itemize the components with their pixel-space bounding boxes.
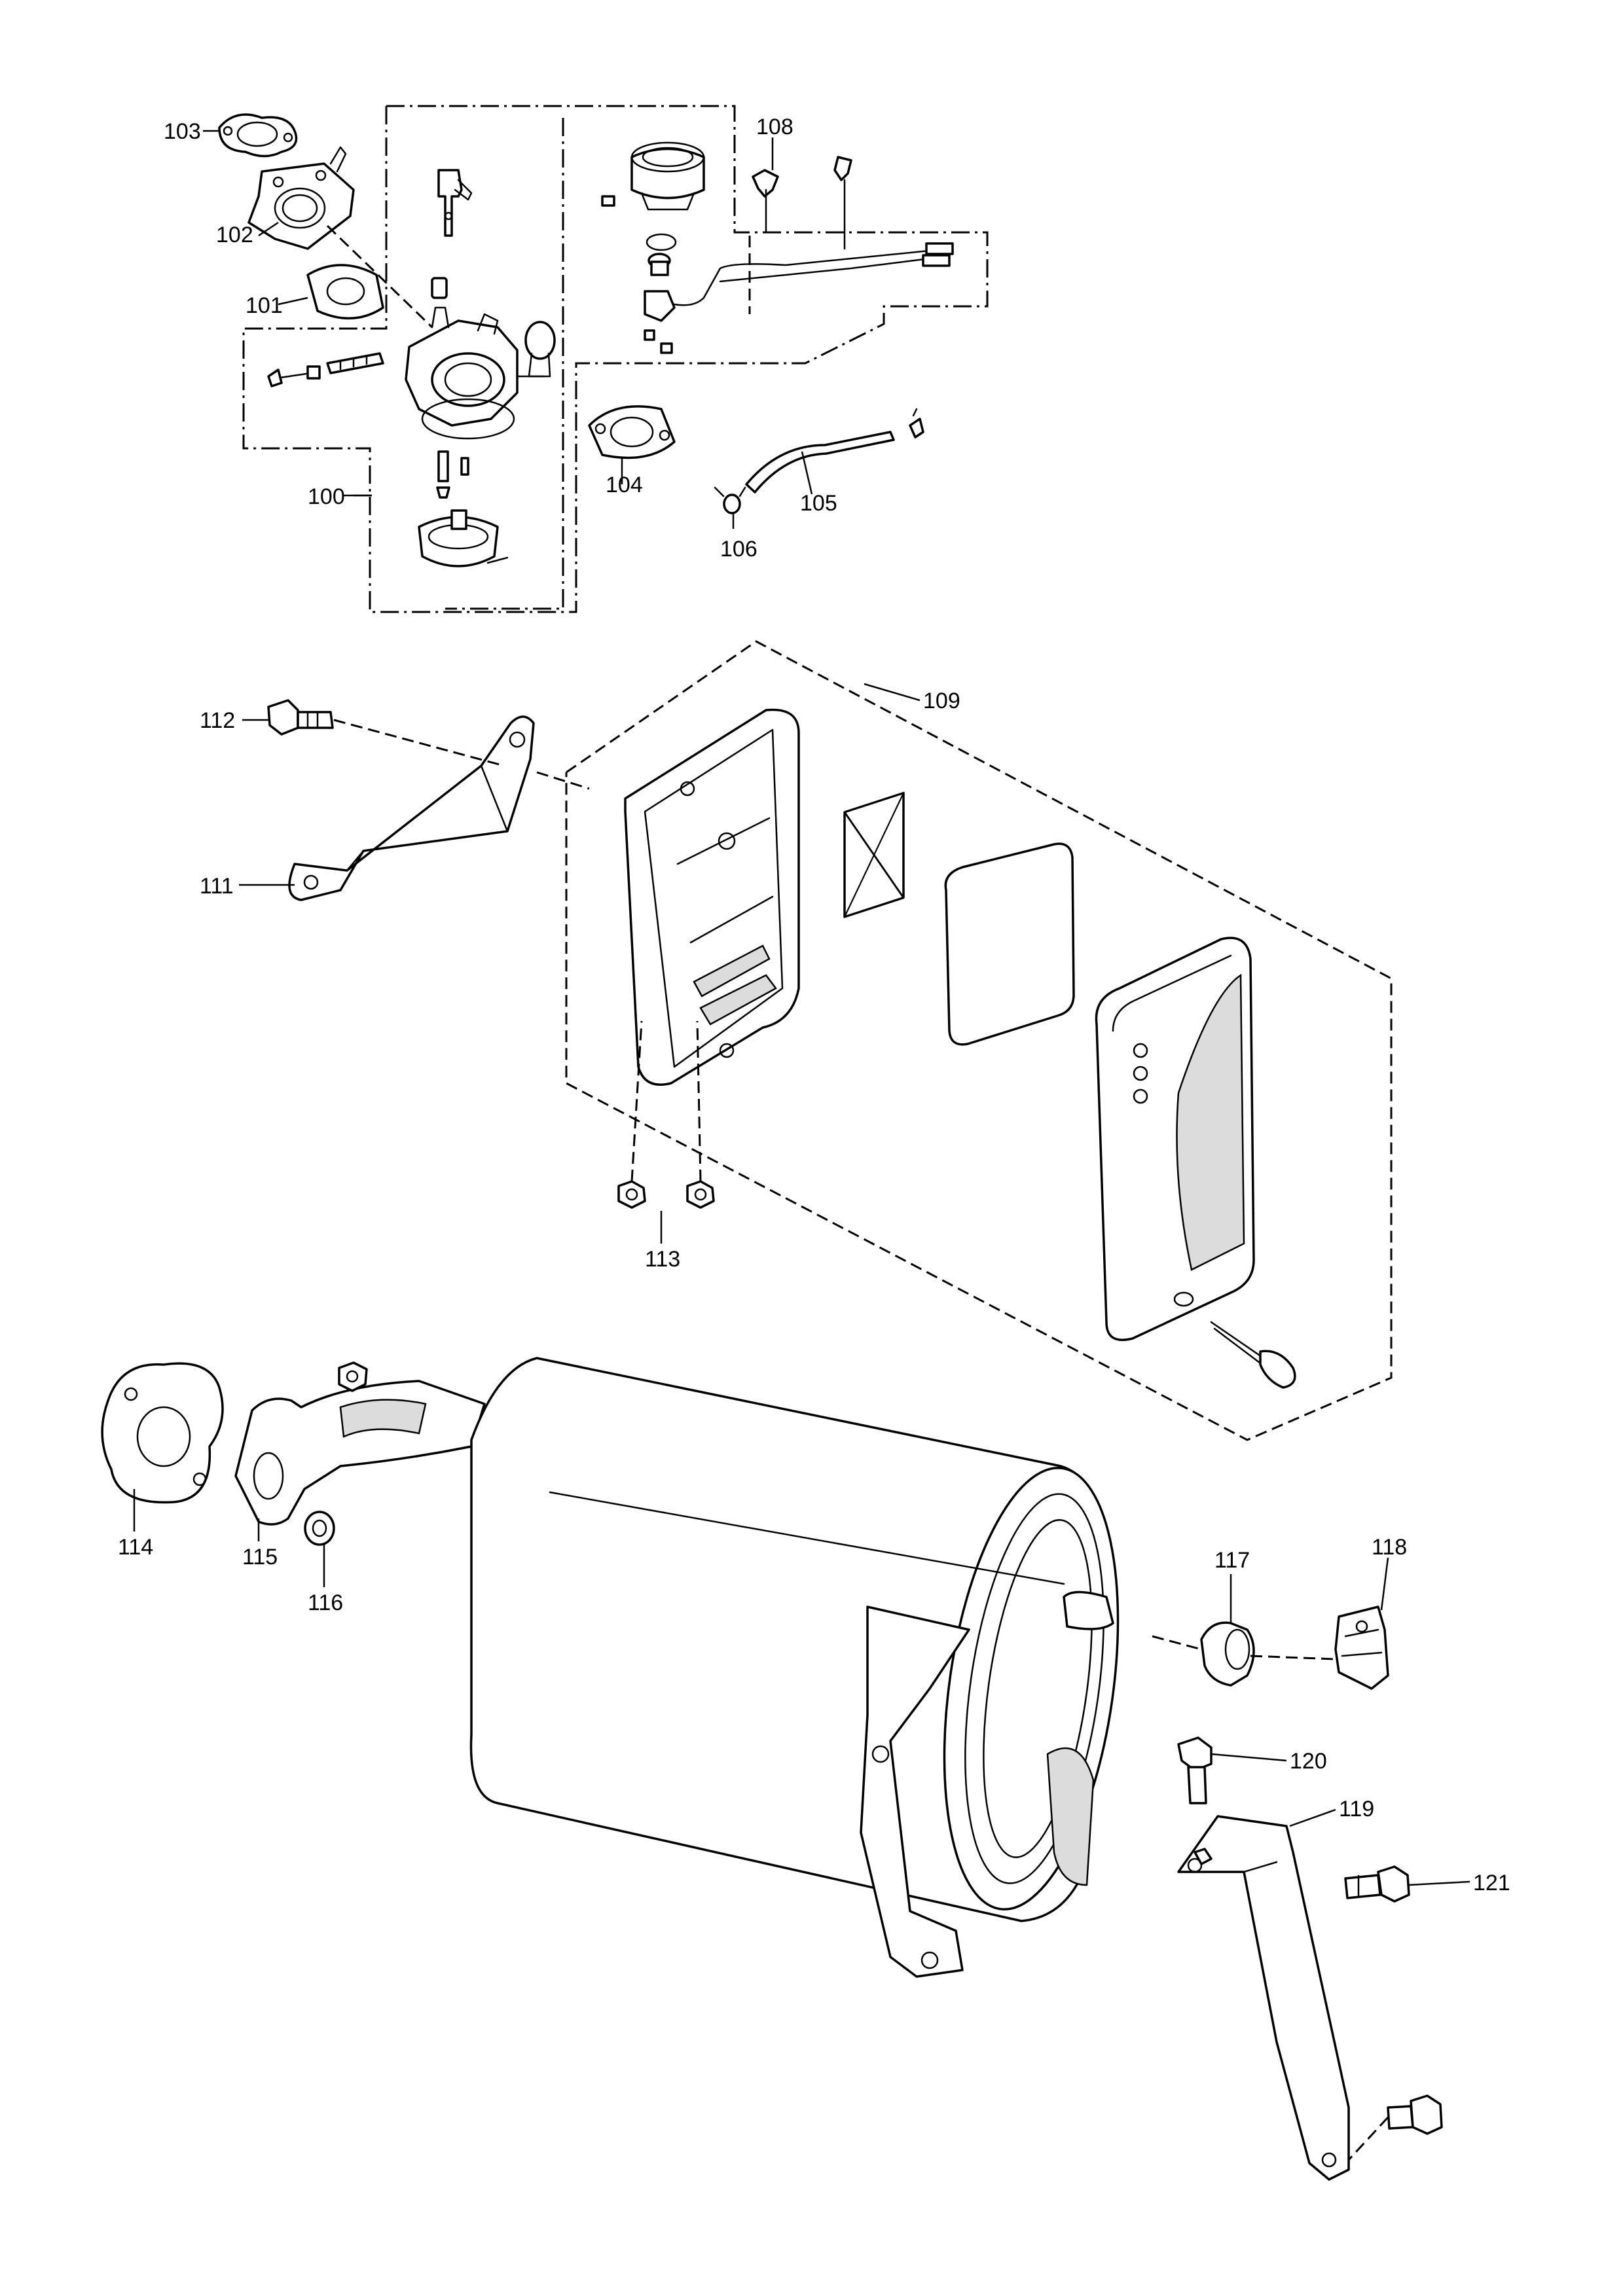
callout-109: 109 [923, 689, 960, 713]
carburetor-insulator [247, 146, 355, 250]
callout-108: 108 [756, 115, 793, 139]
muffler-body [469, 1357, 1120, 1978]
carburetor-assembly-group [218, 105, 989, 613]
choke-knob [524, 321, 556, 378]
ignition-group-boundary [445, 118, 564, 610]
callout-leaders [133, 130, 1470, 1886]
callout-111: 111 [200, 874, 234, 899]
foam-filter-element [944, 842, 1075, 1046]
float-bowl [418, 509, 509, 567]
callout-115: 115 [242, 1545, 278, 1570]
plunger [647, 253, 671, 276]
fuel-hose [745, 431, 895, 493]
small-screw-2 [644, 329, 673, 354]
air-filter-grid [843, 791, 905, 918]
main-jet [436, 450, 469, 499]
solenoid-connector [644, 242, 954, 322]
callout-103: 103 [164, 119, 201, 144]
air-cleaner-base [624, 708, 800, 1086]
air-cleaner-cover [1095, 937, 1255, 1341]
callout-118: 118 [1372, 1535, 1407, 1560]
air-cleaner-gasket [588, 405, 676, 459]
hose-clamp-top [909, 408, 924, 439]
hose-clip [714, 486, 746, 514]
idle-screw [267, 352, 384, 387]
wire-clip [833, 156, 852, 250]
exhaust-collar-nut [304, 1511, 335, 1546]
air-cleaner-assembly-group [565, 640, 1393, 1441]
air-cleaner-bracket [288, 715, 535, 901]
carburetor-gasket [306, 264, 384, 320]
air-cleaner-group-boundary [565, 640, 1393, 1441]
callout-labels: 100 101 102 103 104 105 106 108 109 111 … [118, 115, 1510, 1895]
wire-clip-108 [752, 169, 779, 234]
carburetor-group-boundary [242, 105, 989, 613]
o-ring [646, 233, 677, 251]
callout-120: 120 [1290, 1749, 1327, 1774]
callout-106: 106 [720, 537, 757, 562]
intake-gasket-top [218, 113, 298, 158]
carburetor-body [405, 277, 545, 440]
callout-112: 112 [200, 708, 235, 733]
callout-114: 114 [118, 1535, 153, 1560]
callout-104: 104 [606, 473, 643, 497]
callout-116: 116 [308, 1590, 343, 1615]
spark-arrester-clamp [1334, 1605, 1389, 1690]
cover-wing-bolt [1210, 1321, 1296, 1389]
small-screw-1 [601, 195, 615, 207]
air-cleaner-bolt [267, 699, 334, 736]
muffler-bolt-121 [1344, 1865, 1410, 1903]
muffler-support-bracket [1177, 1815, 1350, 2181]
flange-nut-2 [686, 1180, 715, 1209]
callout-100: 100 [308, 484, 345, 509]
spark-arrester-cap [1200, 1621, 1255, 1687]
bracket-lower-bolt [1387, 2094, 1443, 2135]
float-needle-valve [437, 169, 473, 237]
callout-119: 119 [1339, 1797, 1374, 1821]
callout-101: 101 [246, 293, 283, 318]
exhaust-pipe [234, 1380, 486, 1526]
callout-121: 121 [1473, 1871, 1510, 1895]
callout-117: 117 [1214, 1548, 1250, 1573]
callout-105: 105 [800, 491, 837, 516]
exhaust-gasket [101, 1362, 224, 1504]
callout-113: 113 [645, 1247, 680, 1272]
callout-102: 102 [216, 223, 253, 247]
fuel-cut-solenoid [630, 141, 705, 211]
exhaust-nut [338, 1361, 368, 1392]
flange-nut-1 [617, 1180, 646, 1209]
muffler-bolt-120 [1177, 1736, 1213, 1804]
